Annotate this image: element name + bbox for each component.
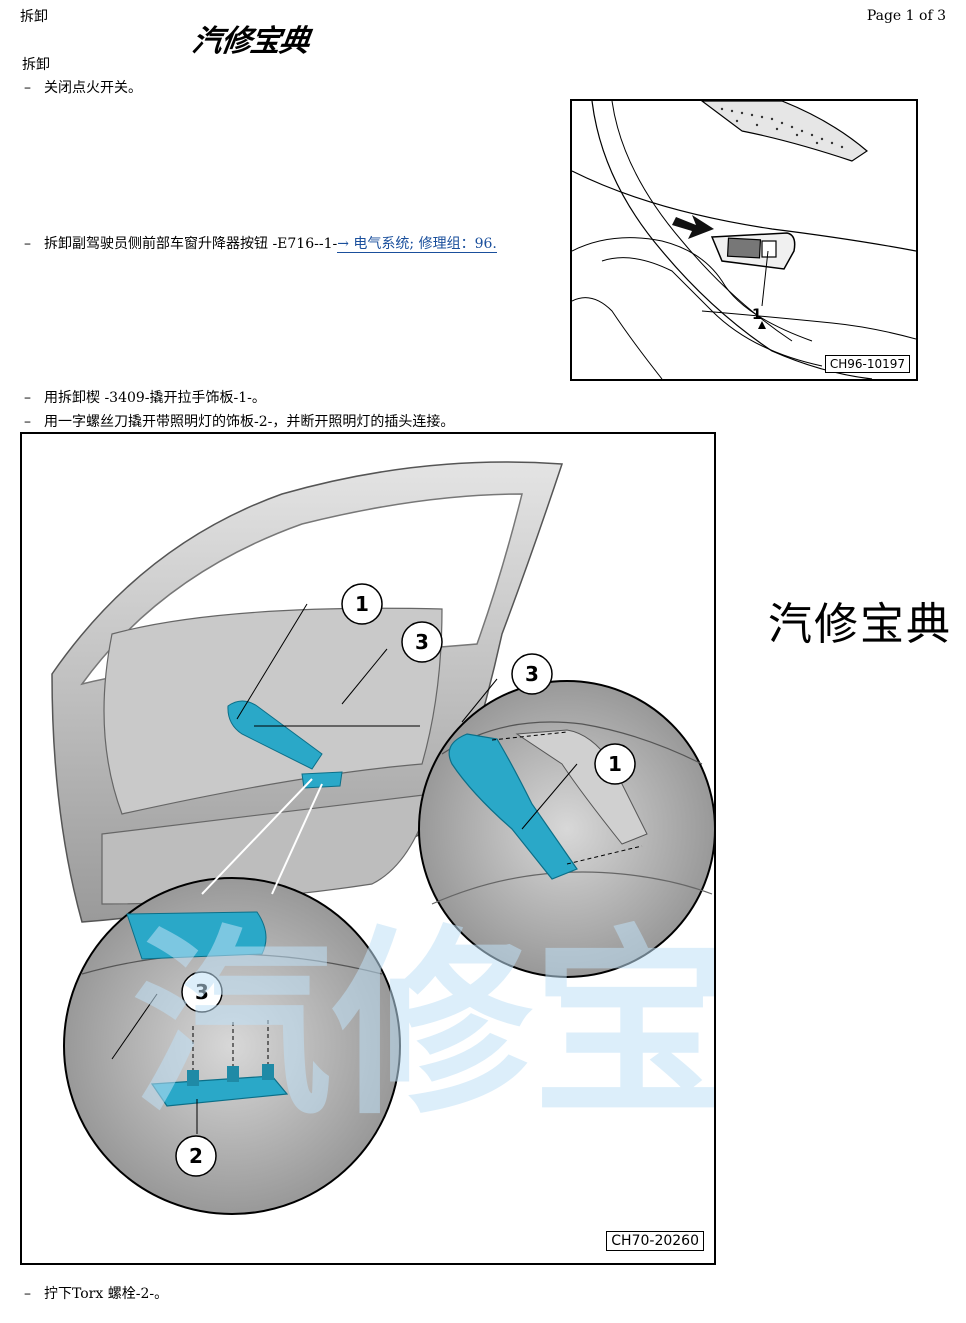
step-1: –关闭点火开关。 xyxy=(24,77,142,97)
site-logo: 汽修宝典 xyxy=(190,24,311,59)
figure-watermark: 汽修宝典 xyxy=(132,909,714,1142)
step-text: 拧下Torx 螺栓-2-。 xyxy=(44,1286,169,1302)
figure2-callout: 3 xyxy=(525,662,539,686)
window-switch-illustration: 1 xyxy=(571,100,917,380)
side-watermark: 汽修宝典 xyxy=(768,599,952,650)
step-text: 关闭点火开关。 xyxy=(44,80,142,96)
step-5: –拧下Torx 螺栓-2-。 xyxy=(24,1283,168,1303)
figure-window-switch: 1 CH96-10197 xyxy=(570,99,918,381)
step-2: –拆卸副驾驶员侧前部车窗升降器按钮 -E716--1-→ 电气系统; 修理组：9… xyxy=(24,233,497,253)
header-title: 拆卸 xyxy=(20,9,48,25)
figure2-callout: 2 xyxy=(189,1144,203,1168)
figure2-code: CH70-20260 xyxy=(606,1231,704,1251)
step-text: 用拆卸楔 -3409-撬开拉手饰板-1-。 xyxy=(44,390,266,406)
step-4: –用一字螺丝刀撬开带照明灯的饰板-2-，并断开照明灯的插头连接。 xyxy=(24,411,454,431)
step-text: 拆卸副驾驶员侧前部车窗升降器按钮 -E716--1- xyxy=(44,236,338,252)
figure2-callout: 3 xyxy=(415,630,429,654)
step-dash: – xyxy=(24,236,31,252)
figure2-callout: 3 xyxy=(195,980,209,1004)
door-trim-illustration: 1 3 1 3 3 2 xyxy=(51,461,714,1215)
figure1-callout: 1 xyxy=(752,307,762,323)
figure2-callout: 1 xyxy=(355,592,369,616)
step-text: 用一字螺丝刀撬开带照明灯的饰板-2-，并断开照明灯的插头连接。 xyxy=(44,414,455,430)
repair-group-link[interactable]: → 电气系统; 修理组：96. xyxy=(337,236,497,253)
step-dash: – xyxy=(24,80,31,96)
figure1-code: CH96-10197 xyxy=(824,355,910,373)
step-dash: – xyxy=(24,390,31,406)
page-number: Page 1 of 3 xyxy=(866,8,946,24)
figure-door-trim: 1 3 1 3 3 2 xyxy=(20,432,716,1265)
figure2-callout: 1 xyxy=(608,752,622,776)
step-dash: – xyxy=(24,414,31,430)
step-dash: – xyxy=(24,1286,31,1302)
step-3: –用拆卸楔 -3409-撬开拉手饰板-1-。 xyxy=(24,387,266,407)
section-title: 拆卸 xyxy=(22,57,50,73)
